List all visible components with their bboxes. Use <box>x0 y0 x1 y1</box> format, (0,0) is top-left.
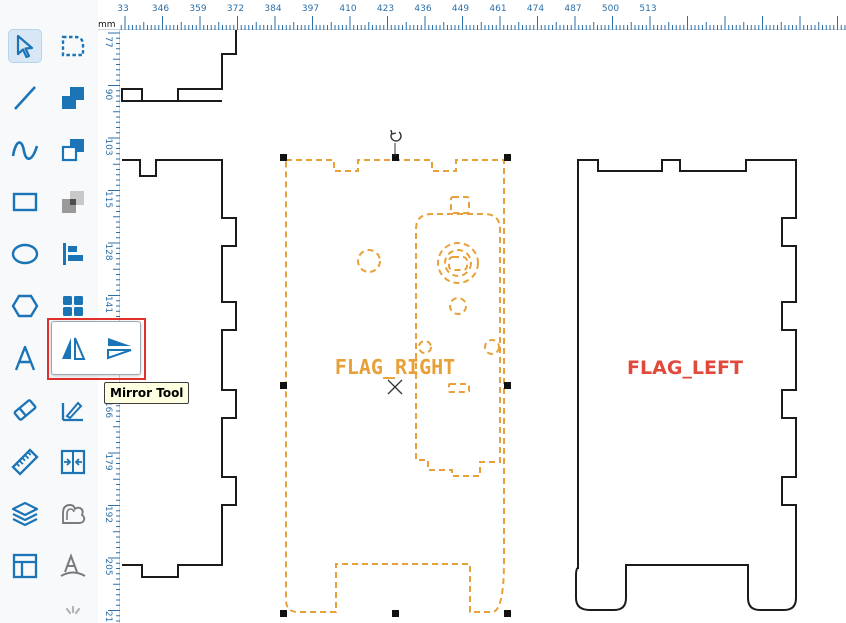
intersect-icon <box>62 191 84 213</box>
polygon-tool[interactable] <box>8 289 42 323</box>
ruler-left-label: 90 <box>103 89 113 101</box>
ellipse-tool[interactable] <box>8 237 42 271</box>
ruler-top-label: 33 <box>117 4 128 14</box>
intersect-tool[interactable] <box>56 185 90 219</box>
eraser-tool[interactable] <box>8 393 42 427</box>
ruler-top-label: 513 <box>639 4 656 14</box>
ruler-tool[interactable] <box>8 445 42 479</box>
ruler-unit: mm <box>98 20 116 30</box>
rectangle-tool[interactable] <box>8 185 42 219</box>
ruler-icon <box>11 448 39 476</box>
mirror-horizontal-icon <box>62 337 86 360</box>
part-outline-left-panel[interactable] <box>122 159 237 578</box>
spinner-icon <box>65 605 81 615</box>
ruler-top-label: 346 <box>152 4 169 14</box>
select-tool[interactable] <box>8 29 42 63</box>
part-outline-top-left[interactable] <box>121 30 237 102</box>
align-left-icon <box>63 243 83 265</box>
left-toolbar <box>0 0 100 623</box>
subtract-icon <box>61 139 84 162</box>
ruler-left-label: 192 <box>103 506 113 523</box>
ruler-top-label: 410 <box>339 4 356 14</box>
ruler-left-label: 179 <box>103 453 113 470</box>
mirror-horizontal-option[interactable] <box>56 331 90 365</box>
design-canvas[interactable]: FLAG_RIGHT FLAG_LEFT <box>120 30 846 623</box>
distribute-icon <box>60 449 86 475</box>
align-tool[interactable] <box>56 237 90 271</box>
ruler-top-label: 397 <box>302 4 319 14</box>
grid-array-icon <box>63 296 83 316</box>
ruler-top-label: 461 <box>489 4 506 14</box>
mirror-flyout <box>51 321 141 375</box>
ruler-top-label: 449 <box>452 4 469 14</box>
combine-icon <box>62 87 84 109</box>
ruler-top-label: 384 <box>264 4 281 14</box>
pointer-arrow-icon <box>16 34 34 59</box>
layout-tool[interactable] <box>8 549 42 583</box>
ruler-left-label: 77 <box>103 36 113 47</box>
distribute-tool[interactable] <box>56 445 90 479</box>
text-tool[interactable] <box>8 341 42 375</box>
text-a-icon <box>14 345 36 371</box>
selection-handles[interactable] <box>280 154 511 617</box>
ruler-top-label: 474 <box>527 4 544 14</box>
eraser-icon <box>13 399 37 421</box>
ruler-left-label: 205 <box>103 558 113 575</box>
ruler-left-label: 115 <box>103 191 113 208</box>
ruler-left-label: 218 <box>103 611 113 623</box>
line-tool[interactable] <box>8 81 42 115</box>
offset-outline-icon <box>62 504 86 524</box>
curve-icon <box>11 141 39 160</box>
angle-pencil-icon <box>61 401 83 422</box>
ruler-top: 33 346 359 372 384 397 410 423 436 449 461 474 487 50… <box>98 0 846 30</box>
flag-right-part[interactable] <box>285 159 505 613</box>
array-tool[interactable] <box>56 289 90 323</box>
ruler-left-label: 128 <box>103 243 113 260</box>
ruler-top-label: 423 <box>377 4 394 14</box>
hexagon-icon <box>11 294 39 318</box>
ruler-top-label: 372 <box>227 4 244 14</box>
flag-right-label: FLAG_RIGHT <box>335 355 455 379</box>
text-on-path-icon <box>60 553 86 577</box>
ruler-top-label: 436 <box>414 4 431 14</box>
center-cross-icon <box>387 379 403 395</box>
flag-left-part[interactable] <box>575 159 797 611</box>
node-edit-tool[interactable] <box>56 29 90 63</box>
offset-tool[interactable] <box>56 497 90 531</box>
node-edit-icon <box>61 35 85 57</box>
combine-tool[interactable] <box>56 81 90 115</box>
path-text-tool[interactable] <box>56 549 90 583</box>
layout-panel-icon <box>12 553 38 579</box>
measure-angle-tool[interactable] <box>56 393 90 427</box>
ruler-top-label: 359 <box>189 4 206 14</box>
ruler-left-label: 166 <box>103 401 113 418</box>
mirror-vertical-icon <box>107 338 132 360</box>
ruler-left-label: 141 <box>103 296 113 313</box>
ruler-left-label: 103 <box>103 138 113 155</box>
line-icon <box>14 86 36 110</box>
more-tools[interactable] <box>56 597 90 623</box>
ruler-top-label: 487 <box>564 4 581 14</box>
mirror-tool-highlight <box>47 318 146 380</box>
rotate-handle-icon[interactable] <box>390 129 402 142</box>
ellipse-icon <box>11 243 39 265</box>
ruler-top-label: 500 <box>602 4 619 14</box>
layers-icon <box>11 501 39 527</box>
curve-tool[interactable] <box>8 133 42 167</box>
subtract-tool[interactable] <box>56 133 90 167</box>
flag-left-label: FLAG_LEFT <box>627 357 743 379</box>
layers-tool[interactable] <box>8 497 42 531</box>
mirror-tool-tooltip: Mirror Tool <box>104 382 190 404</box>
mirror-vertical-option[interactable] <box>102 331 136 365</box>
rectangle-icon <box>12 192 38 212</box>
